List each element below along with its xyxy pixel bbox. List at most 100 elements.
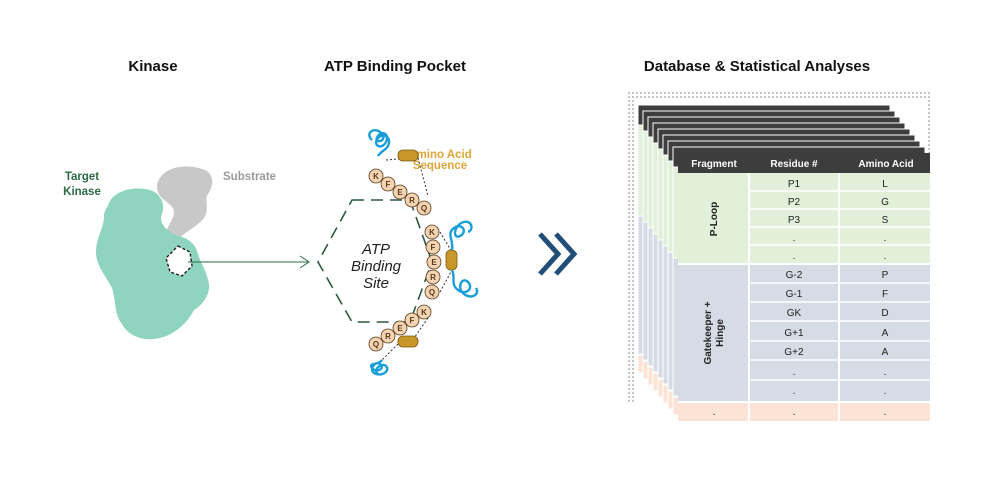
fragment-ploop: P-Loop [709,202,720,236]
atp-site-label-1: ATP [361,241,390,258]
kinase-shape [96,188,210,340]
hinge-aa-4: A [882,328,889,339]
ribbon-top [368,129,391,157]
ploop-residue-5: . [793,251,796,262]
hinge-residue-1: G-2 [786,270,803,281]
bead-right-2 [425,239,441,255]
table-header-row [678,153,930,173]
capsule-top [397,149,419,162]
binding-pocket-outline [165,245,193,277]
bead-bottom-2-letter: F [410,316,415,325]
bead-bottom-5-letter: Q [373,340,379,349]
target-kinase-label-2: Kinase [63,186,101,198]
last-row-fragment: . [713,407,716,418]
ploop-aa-2: G [881,197,889,208]
hinge-residue-5: G+2 [784,347,804,358]
hinge-residue-7: . [793,386,796,397]
hinge-residue-6: . [793,367,796,378]
bead-top-1-letter: K [373,172,379,181]
fragment-hinge-line1: Gatekeeper + [703,301,714,364]
linker-bottom-2 [381,343,399,361]
bead-bottom-2 [404,312,420,328]
bead-top-2-letter: F [386,180,391,189]
bead-top-5-letter: Q [421,204,427,213]
bead-bottom-3-letter: E [397,324,403,333]
amino-acid-label-2: Sequence [413,160,467,172]
col-header-residue: Residue # [770,159,818,170]
capsule-right [445,249,458,271]
atp-site-label-2: Binding [351,258,402,275]
bead-top-3-letter: E [397,188,403,197]
chevron-right-icon [538,232,578,276]
linker-right-2 [439,269,453,293]
bead-right-5-letter: Q [429,288,435,297]
ploop-aa-4: . [884,233,887,244]
hinge-aa-3: D [881,308,888,319]
ploop-residue-1: P1 [788,179,801,190]
pocket-header: ATP Binding Pocket [324,58,466,75]
bead-top-3 [392,184,408,200]
data-table: Fragment Residue # Amino Acid P-Loop Gat… [678,153,930,421]
target-kinase-label-1: Target [65,171,99,183]
ploop-residue-3: P3 [788,215,801,226]
kinase-illustration [96,166,310,340]
ploop-aa-1: L [882,179,888,190]
last-row-residue: . [793,407,796,418]
hinge-aa-6: . [884,367,887,378]
peptide-strand-top: K F E R Q [368,129,432,216]
hinge-residue-2: G-1 [786,289,803,300]
kinase-header: Kinase [128,58,177,75]
hinge-aa-7: . [884,386,887,397]
ribbon-right-top [449,220,473,251]
bead-bottom-1-letter: K [421,308,427,317]
hinge-aa-2: F [882,289,888,300]
bead-right-5 [424,284,440,300]
bead-right-1 [424,224,440,240]
ploop-group-bg [678,173,930,264]
bead-top-2 [380,176,396,192]
ploop-residue-2: P2 [788,197,801,208]
fragment-hinge-line2: Hinge [715,319,726,347]
hinge-group-bg [678,264,930,401]
atp-site-label-3: Site [363,275,389,292]
bead-bottom-5 [368,336,384,352]
hinge-residue-3: GK [787,308,802,319]
bead-bottom-4 [380,328,396,344]
bead-top-5 [416,200,432,216]
row-separators [749,190,930,381]
col-header-amino-acid: Amino Acid [858,159,913,170]
bead-bottom-3 [392,320,408,336]
bead-right-4-letter: R [430,273,436,282]
bead-right-3-letter: E [431,258,437,267]
ribbon-right-bottom [450,269,479,298]
peptide-strand-right: K F E R Q [424,220,479,300]
linker-bottom [413,317,429,339]
hinge-aa-1: P [882,270,889,281]
pocket-arrow-head [299,255,310,269]
bead-top-4 [404,192,420,208]
bead-bottom-1 [416,304,432,320]
substrate-label: Substrate [223,171,276,183]
capsule-bottom [397,335,419,348]
ploop-residue-4: . [793,233,796,244]
bead-right-1-letter: K [429,228,435,237]
last-row-amino-acid: . [884,407,887,418]
bead-top-1 [368,168,384,184]
hinge-residue-4: G+1 [784,328,804,339]
amino-acid-label-1: Amino Acid [408,149,471,161]
bead-right-3 [426,254,442,270]
peptide-strand-bottom: K F E R Q [368,304,432,376]
substrate-shape [156,166,213,244]
ploop-aa-5: . [884,251,887,262]
bead-top-4-letter: R [409,196,415,205]
bead-right-2-letter: F [431,243,436,252]
ribbon-bottom [369,359,389,376]
linker-top-2 [417,157,429,197]
bead-bottom-4-letter: R [385,332,391,341]
last-row-bg [678,403,930,421]
database-header: Database & Statistical Analyses [644,58,870,75]
bead-right-4 [425,269,441,285]
ploop-aa-3: S [882,215,889,226]
hinge-aa-5: A [882,347,889,358]
